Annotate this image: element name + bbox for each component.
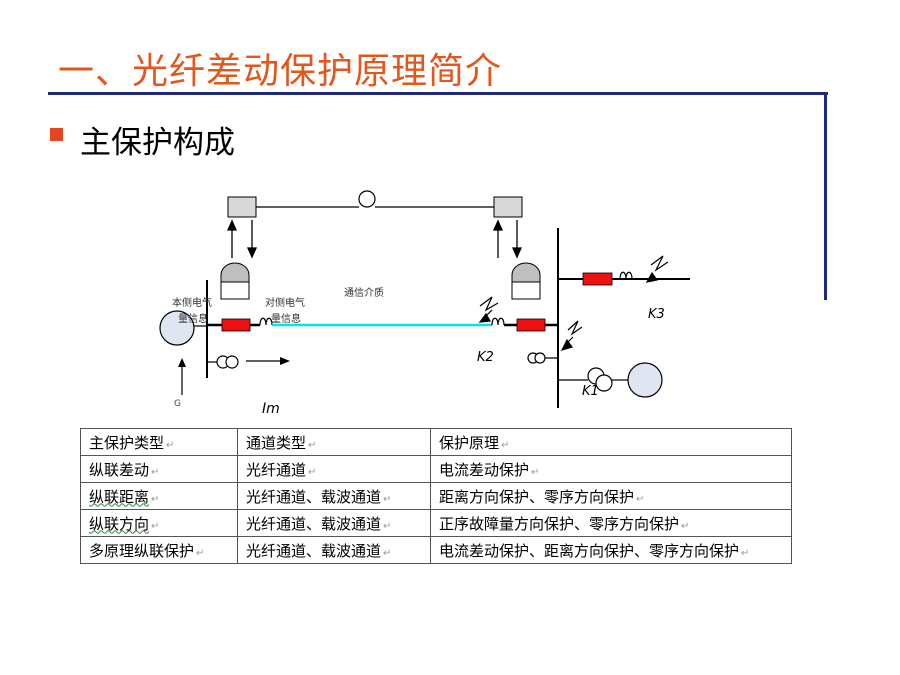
protection-table: 主保护类型↵ 通道类型↵ 保护原理↵ 纵联差动↵ 光纤通道↵ 电流差动保护↵ 纵… <box>80 428 792 564</box>
table-row: 多原理纵联保护↵ 光纤通道、载波通道↵ 电流差动保护、距离方向保护、零序方向保护… <box>80 536 792 564</box>
table-row: 纵联距离↵ 光纤通道、载波通道↵ 距离方向保护、零序方向保护↵ <box>80 482 792 510</box>
k3-ct-icon <box>619 271 633 280</box>
local-ct-icon <box>259 317 273 326</box>
bus-fault-icon <box>560 320 583 351</box>
table-cell: 多原理纵联保护↵ <box>80 536 238 564</box>
im-arrow-icon <box>246 357 290 365</box>
local-relay-icon <box>220 262 250 300</box>
local-comm-box <box>227 196 257 218</box>
comm-medium-label: 通信介质 <box>344 287 384 299</box>
k2-label: K2 <box>477 350 494 365</box>
table-header-cell: 通道类型↵ <box>237 428 431 456</box>
protection-diagram: G Im 本侧电气 量信息 对侧电气 量信息 通信介质 K2 <box>159 190 690 417</box>
remote-relay-icon <box>511 262 541 300</box>
table-cell: 正序故障量方向保护、零序方向保护↵ <box>430 509 792 537</box>
local-pt-icon <box>216 355 239 369</box>
table-cell: 纵联差动↵ <box>80 455 238 483</box>
table-cell: 光纤通道、载波通道↵ <box>237 509 431 537</box>
page-title: 一、光纤差动保护原理简介 <box>58 51 503 92</box>
local-info-label-2: 量信息 <box>178 312 208 325</box>
table-header-row: 主保护类型↵ 通道类型↵ 保护原理↵ <box>80 428 792 456</box>
table-cell: 电流差动保护、距离方向保护、零序方向保护↵ <box>430 536 792 564</box>
generator-label: G <box>174 399 181 409</box>
table-header-cell: 主保护类型↵ <box>80 428 238 456</box>
local-breaker-icon <box>221 318 251 332</box>
table-cell: 纵联方向↵ <box>80 509 238 537</box>
table-cell: 光纤通道↵ <box>237 455 431 483</box>
remote-comm-box <box>493 196 523 218</box>
table-row: 纵联方向↵ 光纤通道、载波通道↵ 正序故障量方向保护、零序方向保护↵ <box>80 509 792 537</box>
k2-fault-icon <box>478 296 499 323</box>
title-divider <box>48 92 828 95</box>
repeater-icon <box>358 190 376 208</box>
k3-fault-icon <box>645 255 669 283</box>
table-cell: 纵联距离↵ <box>80 482 238 510</box>
remote-info-label-2: 量信息 <box>271 312 301 325</box>
table-cell: 光纤通道、载波通道↵ <box>237 482 431 510</box>
table-row: 纵联差动↵ 光纤通道↵ 电流差动保护↵ <box>80 455 792 483</box>
remote-pt-icon <box>527 352 546 364</box>
table-header-cell: 保护原理↵ <box>430 428 792 456</box>
table-cell: 距离方向保护、零序方向保护↵ <box>430 482 792 510</box>
left-signal-arrows <box>226 219 258 259</box>
k1-label: K1 <box>582 384 599 399</box>
right-border-line <box>824 92 827 300</box>
im-label: Im <box>262 401 280 417</box>
remote-breaker-icon <box>516 318 546 332</box>
k3-label: K3 <box>648 307 665 322</box>
up-arrow-icon <box>178 358 186 395</box>
section-heading: 主保护构成 <box>80 125 235 161</box>
table-cell: 电流差动保护↵ <box>430 455 792 483</box>
remote-ct-icon <box>491 317 505 326</box>
remote-generator-icon <box>627 362 663 398</box>
k3-breaker-icon <box>582 272 613 286</box>
local-info-label-1: 本侧电气 <box>172 296 212 309</box>
transformer-icon <box>587 367 613 392</box>
table-cell: 光纤通道、载波通道↵ <box>237 536 431 564</box>
right-signal-arrows <box>492 219 523 259</box>
bullet-square-icon <box>50 128 63 141</box>
generator-icon <box>159 310 195 346</box>
remote-info-label-1: 对侧电气 <box>265 296 305 309</box>
